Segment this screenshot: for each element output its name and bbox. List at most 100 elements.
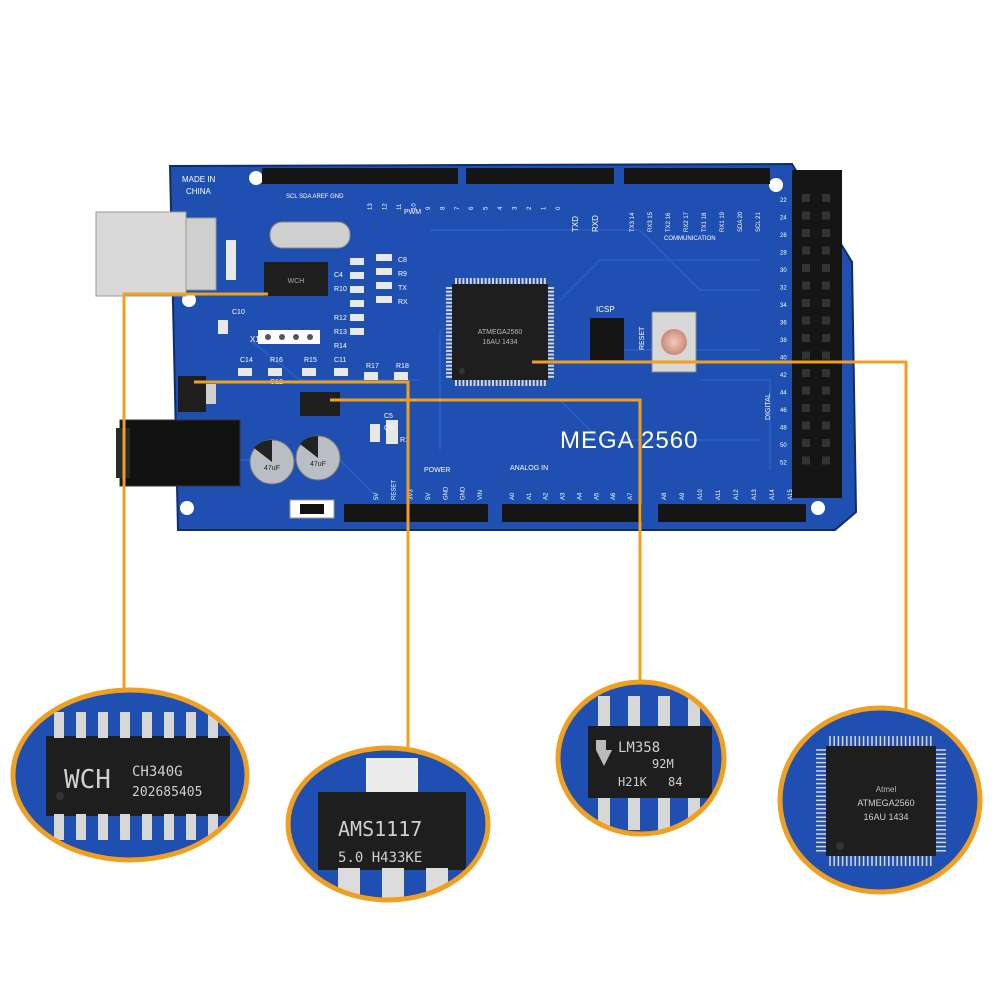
svg-text:SCL SDA AREF GND: SCL SDA AREF GND <box>286 194 344 200</box>
svg-text:R18: R18 <box>396 363 409 370</box>
svg-text:R1: R1 <box>400 437 409 444</box>
svg-text:C8: C8 <box>398 257 407 264</box>
pin-label: A1 <box>527 492 533 500</box>
svg-text:CH340G: CH340G <box>132 764 183 780</box>
electrolytic-capacitors: 47uF 47uF <box>249 435 341 485</box>
zoom-lm358: LM358 92M H21K 84 <box>555 679 727 837</box>
svg-text:H21K: H21K <box>618 775 648 789</box>
pin-label: A3 <box>561 492 567 500</box>
lm358-opamp <box>300 392 340 416</box>
svg-text:COMMUNICATION: COMMUNICATION <box>664 236 716 242</box>
svg-text:C11: C11 <box>334 357 346 364</box>
pin-label: 52 <box>780 461 787 467</box>
pin-label: 6 <box>469 206 475 210</box>
svg-text:WCH: WCH <box>288 278 305 285</box>
pin-label: A11 <box>716 489 722 500</box>
smd-components <box>218 240 408 444</box>
pin-label: 4 <box>498 206 504 210</box>
pin-label: 3 <box>513 206 519 210</box>
icsp-header <box>590 318 624 360</box>
pin-label: A8 <box>662 492 668 500</box>
pin-label: 32 <box>780 286 787 292</box>
pin-label: 38 <box>780 338 787 344</box>
svg-text:R17: R17 <box>366 363 379 370</box>
svg-text:R15: R15 <box>304 357 317 364</box>
svg-text:ANALOG IN: ANALOG IN <box>510 465 548 472</box>
pin-label: RX2 17 <box>684 211 690 232</box>
top-headers <box>262 168 770 184</box>
svg-text:C10: C10 <box>232 309 245 316</box>
zoom-ams1117: AMS1117 5.0 H433KE <box>285 745 491 903</box>
svg-text:RX: RX <box>398 299 408 306</box>
svg-text:DIGITAL: DIGITAL <box>765 393 772 420</box>
svg-text:92M: 92M <box>652 757 674 771</box>
svg-text:C14: C14 <box>240 357 253 364</box>
made-in-label: MADE IN <box>182 175 216 184</box>
zoom-ch340g: WCH CH340G 202685405 <box>10 687 250 863</box>
pin-label: 34 <box>780 303 787 309</box>
usb-b-connector <box>95 211 187 297</box>
mount-hole <box>180 501 194 515</box>
svg-text:R14: R14 <box>334 343 347 350</box>
pin-label: 28 <box>780 251 787 257</box>
atmega2560-mcu: ATMEGA2560 16AU 1434 <box>446 278 554 386</box>
pin-label: RX3 15 <box>648 211 654 232</box>
board-model-title: MEGA 2560 <box>560 427 698 454</box>
svg-text:16AU 1434: 16AU 1434 <box>482 339 517 346</box>
pin-label: GND <box>443 486 449 500</box>
pin-label: 11 <box>397 203 403 210</box>
mount-hole <box>811 501 825 515</box>
dc-power-jack <box>119 419 241 487</box>
svg-text:R16: R16 <box>270 357 283 364</box>
pin-label: A7 <box>628 492 634 500</box>
svg-text:RESET: RESET <box>639 326 646 350</box>
crystal-oscillator <box>269 221 351 249</box>
pin-label: GND <box>461 486 467 500</box>
svg-text:LM358: LM358 <box>618 740 660 756</box>
pin-label: 42 <box>780 373 787 379</box>
pin-label: A6 <box>611 492 617 500</box>
pin-label: SDA 20 <box>738 211 744 232</box>
pin-label: 36 <box>780 321 787 327</box>
svg-text:C4: C4 <box>334 272 343 279</box>
svg-text:PWM: PWM <box>404 209 421 216</box>
pin-label: TX3 14 <box>630 212 636 232</box>
svg-text:TXD: TXD <box>571 216 580 232</box>
svg-text:R13: R13 <box>334 329 347 336</box>
pin-label: 13 <box>368 203 374 210</box>
pin-label: 1 <box>542 206 548 210</box>
digital-header <box>792 170 842 498</box>
pin-label: A13 <box>752 489 758 500</box>
pin-label: A2 <box>544 492 550 500</box>
svg-text:47uF: 47uF <box>310 461 326 468</box>
svg-text:R10: R10 <box>334 286 347 293</box>
pin-label: A12 <box>734 489 740 500</box>
pin-label: 12 <box>382 203 388 210</box>
pin-label: 0 <box>556 206 562 210</box>
pin-label: 44 <box>780 391 787 397</box>
svg-text:Atmel: Atmel <box>876 785 897 794</box>
country-label: CHINA <box>186 187 212 196</box>
pin-label: 26 <box>780 233 787 239</box>
pin-label: 5V <box>374 493 380 500</box>
svg-text:ATMEGA2560: ATMEGA2560 <box>478 329 523 336</box>
svg-text:RXD: RXD <box>591 215 600 232</box>
callout-lines <box>122 292 908 758</box>
pin-label: 3V3 <box>409 489 415 500</box>
pin-label: TX1 18 <box>702 212 708 232</box>
pin-label: 5V <box>426 493 432 500</box>
pin-label: A5 <box>594 492 600 500</box>
pin-label: 24 <box>780 216 787 222</box>
pin-label: A15 <box>788 489 794 500</box>
svg-text:R9: R9 <box>398 271 407 278</box>
pin-label: TX2 16 <box>666 212 672 232</box>
svg-text:84: 84 <box>668 775 682 789</box>
pin-label: SCL 21 <box>756 212 762 232</box>
pin-label: 22 <box>780 198 787 204</box>
pcb-board: MADE IN CHINA WCH X1 C10 <box>95 162 858 531</box>
mount-hole <box>249 171 263 185</box>
pin-label: 9 <box>426 206 432 210</box>
pin-label: 50 <box>780 443 787 449</box>
